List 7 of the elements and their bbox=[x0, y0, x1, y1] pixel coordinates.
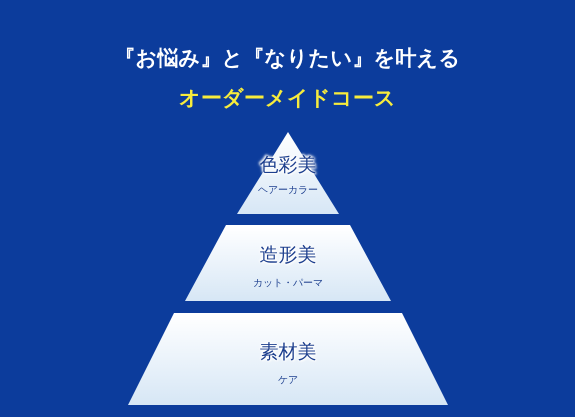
tier-subtitle: カット・パーマ bbox=[253, 277, 323, 290]
subheading: オーダーメイドコース bbox=[179, 86, 396, 110]
heading: 『お悩み』と『なりたい』を叶える bbox=[114, 46, 460, 70]
tier-subtitle: ヘアーカラー bbox=[258, 184, 318, 197]
tier-title: 造形美 bbox=[260, 243, 316, 268]
tier-title: 素材美 bbox=[260, 340, 316, 365]
tier-subtitle: ケア bbox=[278, 374, 298, 387]
